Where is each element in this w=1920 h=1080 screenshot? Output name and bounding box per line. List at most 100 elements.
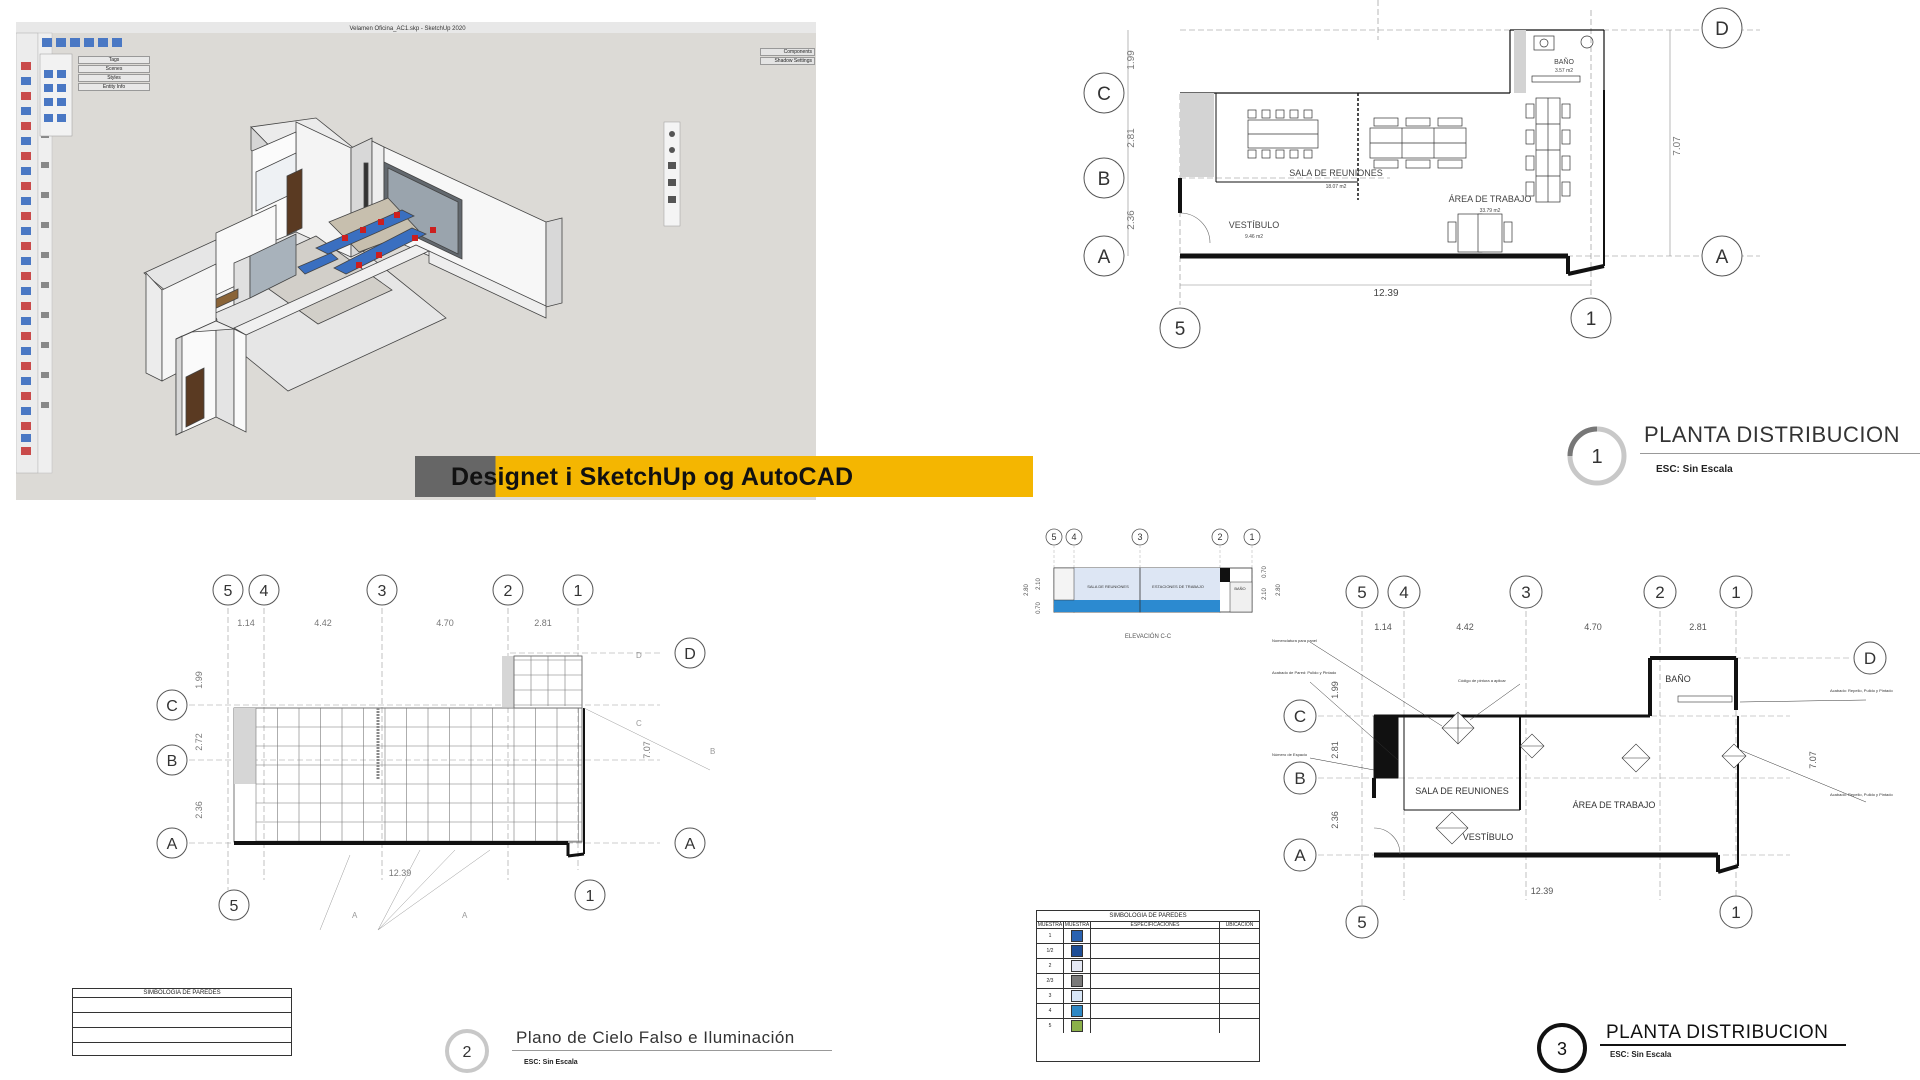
wall-legend-location xyxy=(1220,1004,1259,1018)
wall-legend-spec xyxy=(1091,989,1220,1003)
plan1-grid-a-right: A xyxy=(1716,247,1729,268)
plan3-dim-height: 7.07 xyxy=(1808,751,1818,769)
caption-banner-text: Designet i SketchUp og AutoCAD xyxy=(451,463,854,491)
plan2-section-d: D xyxy=(636,651,642,660)
elev-col-2: 2 xyxy=(1217,532,1222,542)
elev-label-trabajo: ESTACIONES DE TRABAJO xyxy=(1152,584,1204,589)
wall-legend-location xyxy=(1220,989,1259,1003)
wall-legend-swatch xyxy=(1071,960,1083,972)
wall-legend-location xyxy=(1220,974,1259,988)
wall-legend-h1: MUESTRA xyxy=(1037,922,1064,928)
plan-3-drawing: SALA DE REUNIONES ÁREA DE TRABAJO VESTÍB… xyxy=(1272,575,1893,939)
plan2-wall-legend: SIMBOLOGIA DE PAREDES xyxy=(72,988,292,1056)
plan2-row-a: A xyxy=(167,836,178,853)
wall-legend-swatch-cell xyxy=(1064,1004,1091,1018)
wall-legend-location xyxy=(1220,944,1259,958)
plan3-col-4: 4 xyxy=(1399,583,1408,602)
plan2-dim-height: 7.07 xyxy=(642,741,652,759)
plan2-row-c: C xyxy=(166,698,178,715)
plan1-room-trabajo-area: 33.79 m2 xyxy=(1480,208,1501,214)
plan3-dim-4: 2.81 xyxy=(1689,622,1707,632)
wall-legend-h3: ESPECIFICACIONES xyxy=(1091,922,1220,928)
wall-legend-swatch xyxy=(1071,975,1083,987)
plan3-row-c: C xyxy=(1294,707,1306,726)
plan3-title-symbol: 3 xyxy=(1537,1023,1587,1073)
plan2-legend-title: SIMBOLOGIA DE PAREDES xyxy=(143,990,221,996)
wall-legend-id: 2 xyxy=(1037,959,1064,973)
wall-legend-spec xyxy=(1091,974,1220,988)
plan2-col-2: 2 xyxy=(504,583,513,600)
wall-legend-header: MUESTRA MUESTRA ESPECIFICACIONES UBICACI… xyxy=(1037,921,1259,928)
plan2-dim-r1: 1.99 xyxy=(194,671,204,689)
wall-legend-swatch xyxy=(1071,945,1083,957)
wall-legend-spec xyxy=(1091,1004,1220,1018)
plan2-section-c: C xyxy=(636,719,642,728)
wall-legend-h2: MUESTRA xyxy=(1064,922,1091,928)
plan3-col-5-bottom: 5 xyxy=(1357,913,1366,932)
panel-item-shadow-settings[interactable]: Shadow Settings xyxy=(760,57,815,65)
plan1-dim-d1: 1.99 xyxy=(1126,50,1137,70)
plan2-row-d: D xyxy=(684,646,696,663)
elev-dim-right-2: 2.10 xyxy=(1262,588,1268,600)
wall-legend-swatch xyxy=(1071,930,1083,942)
plan2-number: 2 xyxy=(463,1044,472,1061)
plan3-col-1: 1 xyxy=(1731,583,1740,602)
plan2-col-5-bottom: 5 xyxy=(230,898,239,915)
plan3-col-1-bottom: 1 xyxy=(1731,903,1740,922)
wall-legend-id: 1 xyxy=(1037,929,1064,943)
wall-legend-row: 1 xyxy=(1037,928,1259,943)
plan1-grid-b: B xyxy=(1098,169,1111,190)
elev-label-sala: SALA DE REUNIONES xyxy=(1087,584,1129,589)
plan-2-drawing: 1.14 4.42 4.70 2.81 12.39 1.99 2.72 2.36… xyxy=(156,574,715,931)
plan2-section-a1: A xyxy=(352,911,358,920)
plan2-col-1-bottom: 1 xyxy=(586,888,595,905)
plan1-room-sala: SALA DE REUNIONES xyxy=(1289,168,1383,178)
wall-legend-row: 4 xyxy=(1037,1003,1259,1018)
plan3-dim-2: 4.42 xyxy=(1456,622,1474,632)
plan2-col-3: 3 xyxy=(378,583,387,600)
plan3-col-5: 5 xyxy=(1357,583,1366,602)
plan3-dim-3: 4.70 xyxy=(1584,622,1602,632)
plan-1-drawing: D C B A A 5 1 SALA DE REUNIONES 18.07 m2… xyxy=(1083,0,1760,349)
panel-item-components[interactable]: Components xyxy=(760,48,815,56)
tray-item-scenes[interactable]: Scenes xyxy=(78,65,150,73)
wall-legend-row: 2 xyxy=(1037,958,1259,973)
elev-dim-left-2: 2.10 xyxy=(1036,578,1042,590)
plan1-room-vestibulo: VESTÍBULO xyxy=(1229,220,1280,230)
plan2-section-a2: A xyxy=(462,911,468,920)
wall-legend-swatch-cell xyxy=(1064,1019,1091,1033)
plan1-dim-total: 12.39 xyxy=(1373,288,1398,299)
wall-legend-id: 1/2 xyxy=(1037,944,1064,958)
sketchup-right-panel: Components Shadow Settings xyxy=(760,48,815,66)
elev-col-5: 5 xyxy=(1051,532,1056,542)
plan2-scale: ESC: Sin Escala xyxy=(524,1059,578,1066)
tray-item-tags[interactable]: Tags xyxy=(78,56,150,64)
plan2-col-1: 1 xyxy=(574,583,583,600)
plan1-dim-d3: 2.36 xyxy=(1126,210,1137,230)
plan3-col-3: 3 xyxy=(1521,583,1530,602)
plan1-dim-height: 7.07 xyxy=(1672,136,1683,156)
elev-dim-right-3: 2.80 xyxy=(1276,584,1282,596)
plan1-room-trabajo: ÁREA DE TRABAJO xyxy=(1449,194,1532,204)
plan3-room-vestibulo: VESTÍBULO xyxy=(1463,832,1514,842)
plan2-col-4: 4 xyxy=(260,583,269,600)
plan1-title: PLANTA DISTRIBUCION xyxy=(1644,422,1901,447)
elev-dim-left-1: 2.80 xyxy=(1024,584,1030,596)
plan1-room-bano: BAÑO xyxy=(1554,57,1574,66)
plan1-grid-1: 1 xyxy=(1586,309,1597,330)
tray-item-entity-info[interactable]: Entity Info xyxy=(78,83,150,91)
plan3-room-sala: SALA DE REUNIONES xyxy=(1415,786,1509,796)
wall-legend-swatch-cell xyxy=(1064,929,1091,943)
plan1-dim-d2: 2.81 xyxy=(1126,128,1137,148)
elev-dim-right-1: 0.70 xyxy=(1262,566,1268,578)
plan2-dim-r2: 2.72 xyxy=(194,733,204,751)
plan3-dim-r3: 2.36 xyxy=(1330,811,1340,829)
plan3-note-5: Acabado: Repello, Pulido y Pintado xyxy=(1830,688,1893,693)
plan3-note-4: Número de Espacio xyxy=(1272,752,1308,757)
sketchup-3d-model xyxy=(143,117,563,436)
plan1-room-sala-area: 18.07 m2 xyxy=(1326,184,1347,190)
elev-col-1: 1 xyxy=(1249,532,1254,542)
tray-item-styles[interactable]: Styles xyxy=(78,74,150,82)
plan3-title: PLANTA DISTRIBUCION xyxy=(1606,1022,1829,1043)
plan3-dim-1: 1.14 xyxy=(1374,622,1392,632)
